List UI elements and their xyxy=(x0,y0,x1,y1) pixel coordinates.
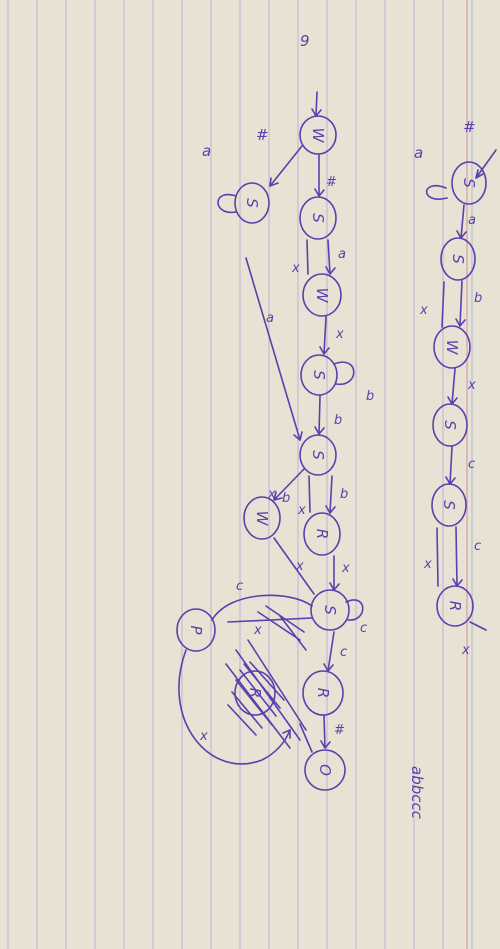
svg-text:R: R xyxy=(313,529,331,539)
edge-label: x xyxy=(291,261,300,276)
state-node: R xyxy=(302,670,344,716)
state-node: R xyxy=(436,585,474,627)
state-node: S xyxy=(432,403,468,447)
edge-label: x xyxy=(295,559,304,574)
svg-text:O: O xyxy=(316,764,334,776)
state-node: S xyxy=(299,196,337,240)
svg-text:W: W xyxy=(443,340,461,356)
scribbled-state: R xyxy=(225,605,307,749)
svg-text:S: S xyxy=(243,198,261,208)
edge-label: c xyxy=(474,539,481,554)
edge-label: x xyxy=(199,729,208,744)
svg-text:W: W xyxy=(253,511,271,527)
edge-label: c xyxy=(360,621,367,636)
edge-label: # xyxy=(256,126,269,144)
lower-automaton: 9 W S S W S S W xyxy=(176,32,374,791)
state-node: W xyxy=(302,273,342,317)
state-node: S xyxy=(300,354,338,396)
edge-label: a xyxy=(202,142,211,160)
edge-label: a xyxy=(468,213,476,228)
state-node: W xyxy=(243,496,281,540)
svg-text:W: W xyxy=(313,288,331,304)
edge-label: x xyxy=(335,327,344,342)
svg-text:R: R xyxy=(446,601,464,611)
edge-label: c xyxy=(236,579,243,594)
svg-text:S: S xyxy=(441,420,459,430)
edge-label: b xyxy=(334,413,342,428)
edge-label: b xyxy=(366,389,374,404)
svg-text:S: S xyxy=(449,254,467,264)
edge-label: a xyxy=(266,311,274,326)
edge-label: x xyxy=(253,623,262,638)
state-node: S xyxy=(431,483,467,527)
section-number: 9 xyxy=(300,32,310,50)
note-text: abbccc xyxy=(408,766,426,820)
edge-label: b xyxy=(282,491,290,506)
svg-text:S: S xyxy=(309,450,327,460)
svg-text:S: S xyxy=(440,500,458,510)
edge-label: a xyxy=(338,247,346,262)
edge-label: b xyxy=(474,291,482,306)
state-node: S xyxy=(451,161,487,205)
state-node: O xyxy=(304,749,346,791)
svg-text:S: S xyxy=(321,605,339,615)
edge-label: b xyxy=(340,487,348,502)
svg-text:S: S xyxy=(460,178,478,188)
state-node: S xyxy=(310,589,350,631)
edge-label: # xyxy=(326,175,337,190)
state-node: P xyxy=(176,608,216,652)
svg-text:P: P xyxy=(187,625,205,635)
edge-label: # xyxy=(463,118,476,136)
svg-text:R: R xyxy=(246,688,264,698)
edge-label: x xyxy=(267,487,276,502)
edge-label: x xyxy=(341,561,350,576)
edge-label: x xyxy=(297,503,306,518)
state-node: S xyxy=(234,182,270,224)
state-node: S xyxy=(299,434,337,476)
state-node: R xyxy=(303,512,341,556)
edge-label: c xyxy=(468,457,475,472)
svg-text:W: W xyxy=(309,128,327,144)
edge-label: x xyxy=(467,378,476,393)
edge-label: a xyxy=(414,144,423,162)
state-node: S xyxy=(440,237,476,281)
edge-label: x xyxy=(461,643,470,658)
edge-label: # xyxy=(334,723,345,738)
svg-text:S: S xyxy=(309,213,327,223)
state-node: W xyxy=(433,325,471,369)
edge-label: c xyxy=(340,645,347,660)
edge-label: x xyxy=(423,557,432,572)
ruled-lines xyxy=(7,0,473,949)
edge-label: x xyxy=(419,303,428,318)
upper-automaton: # a S S W S S R a xyxy=(414,118,497,658)
state-node: W xyxy=(299,115,337,155)
svg-text:R: R xyxy=(314,688,332,698)
svg-text:S: S xyxy=(310,370,328,380)
